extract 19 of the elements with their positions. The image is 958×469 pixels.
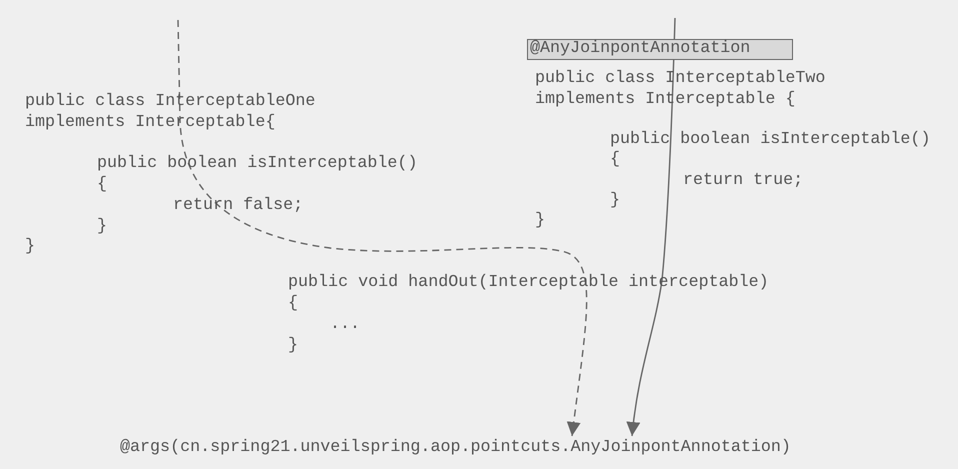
code-line: } bbox=[288, 336, 298, 356]
code-line: { bbox=[610, 150, 620, 170]
code-line: { bbox=[288, 294, 298, 314]
code-line: public class InterceptableOne bbox=[25, 92, 316, 112]
code-line: } bbox=[610, 191, 620, 211]
code-line: } bbox=[535, 211, 546, 231]
code-line: return false; bbox=[173, 196, 304, 216]
code-line: public boolean isInterceptable() bbox=[97, 154, 418, 174]
code-line: } bbox=[25, 237, 36, 257]
arrow bbox=[626, 18, 676, 436]
code-line: } bbox=[97, 217, 108, 237]
dashed-arrow bbox=[177, 20, 588, 436]
code-line: ... bbox=[330, 315, 360, 335]
pointcut-expression: @args(cn.spring21.unveilspring.aop.pointcuts.AnyJoinpontAnnotation) bbox=[120, 438, 791, 460]
code-line: implements Interceptable{ bbox=[25, 113, 276, 133]
code-line: public boolean isInterceptable() bbox=[610, 130, 930, 150]
code-line: { bbox=[97, 175, 108, 195]
code-line: return true; bbox=[683, 171, 804, 191]
annotation-box: @AnyJoinpontAnnotation bbox=[527, 39, 793, 60]
